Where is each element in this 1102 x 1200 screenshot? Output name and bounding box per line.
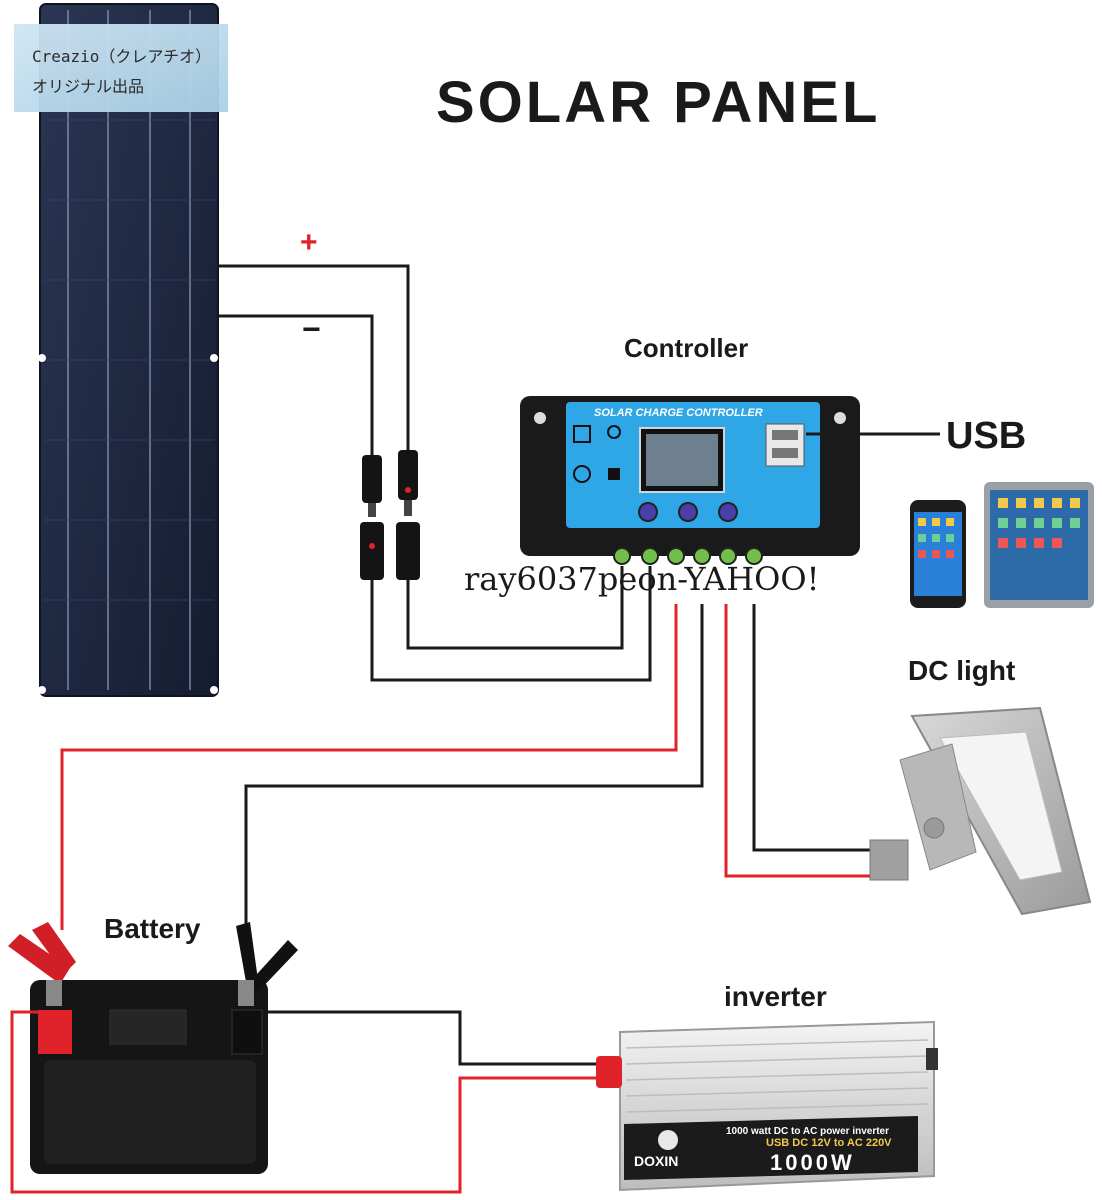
charge-controller: SOLAR CHARGE CONTROLLER bbox=[520, 396, 860, 565]
battery-wires bbox=[60, 604, 704, 930]
inverter-model: 1000W bbox=[770, 1150, 855, 1175]
watermark-overlay: ray6037peon-YAHOO! bbox=[464, 560, 819, 598]
panel-wires bbox=[218, 264, 410, 455]
battery-label: Battery bbox=[104, 913, 201, 944]
inverter-wires bbox=[10, 1010, 600, 1194]
mc4-to-controller-wires bbox=[370, 566, 652, 682]
inverter-brand: DOXIN bbox=[634, 1153, 678, 1169]
battery bbox=[30, 980, 268, 1174]
inverter-line1: 1000 watt DC to AC power inverter bbox=[726, 1126, 889, 1137]
dc-light bbox=[869, 706, 1092, 916]
inverter: DOXIN 1000 watt DC to AC power inverter … bbox=[596, 1020, 938, 1192]
diagram-title: SOLAR PANEL bbox=[436, 70, 880, 135]
controller-label: Controller bbox=[624, 333, 748, 363]
red-clamp bbox=[8, 922, 76, 1006]
tablet-device bbox=[984, 482, 1094, 608]
inverter-line2: USB DC 12V to AC 220V bbox=[766, 1137, 892, 1149]
controller-panel-title: SOLAR CHARGE CONTROLLER bbox=[594, 407, 763, 419]
phone-device bbox=[910, 500, 966, 608]
watermark-line1: Creazio（クレアチオ） bbox=[32, 47, 211, 66]
watermark-line2: オリジナル出品 bbox=[32, 77, 144, 96]
dc-light-wires bbox=[724, 604, 876, 878]
watermark-box: Creazio（クレアチオ） オリジナル出品 bbox=[14, 24, 228, 112]
mc4-connectors bbox=[360, 450, 420, 580]
black-clamp bbox=[236, 922, 298, 1006]
plus-label: + bbox=[300, 226, 318, 259]
usb-label: USB bbox=[946, 415, 1026, 457]
solar-panel bbox=[38, 3, 219, 697]
minus-label: − bbox=[302, 311, 321, 347]
dc-light-label: DC light bbox=[908, 655, 1015, 686]
inverter-label: inverter bbox=[724, 981, 827, 1012]
